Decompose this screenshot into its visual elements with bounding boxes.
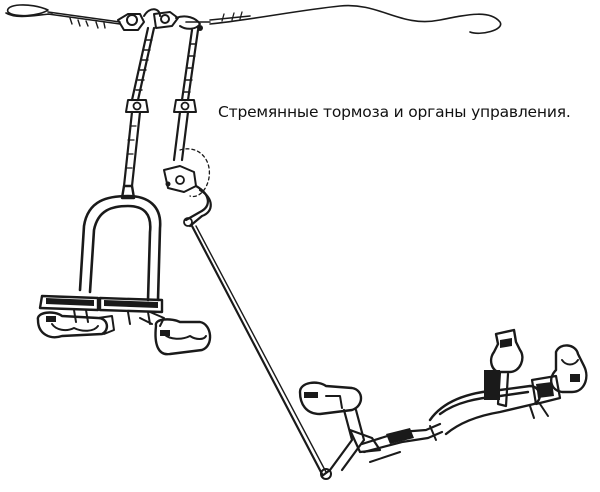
brake-rod-icon [122, 26, 200, 188]
brake-rod-icon [190, 224, 327, 476]
pulley-assembly-icon [117, 8, 211, 31]
control-cable-loop-icon [5, 4, 502, 35]
ski-binding-clamp-icon [36, 311, 212, 356]
stirrup-frame-icon [78, 184, 162, 302]
brake-lever-assembly-icon [163, 148, 212, 228]
brake-lever-assembly-icon [298, 328, 588, 480]
diagram-caption: Стремянные тормоза и органы управления. [218, 103, 571, 121]
